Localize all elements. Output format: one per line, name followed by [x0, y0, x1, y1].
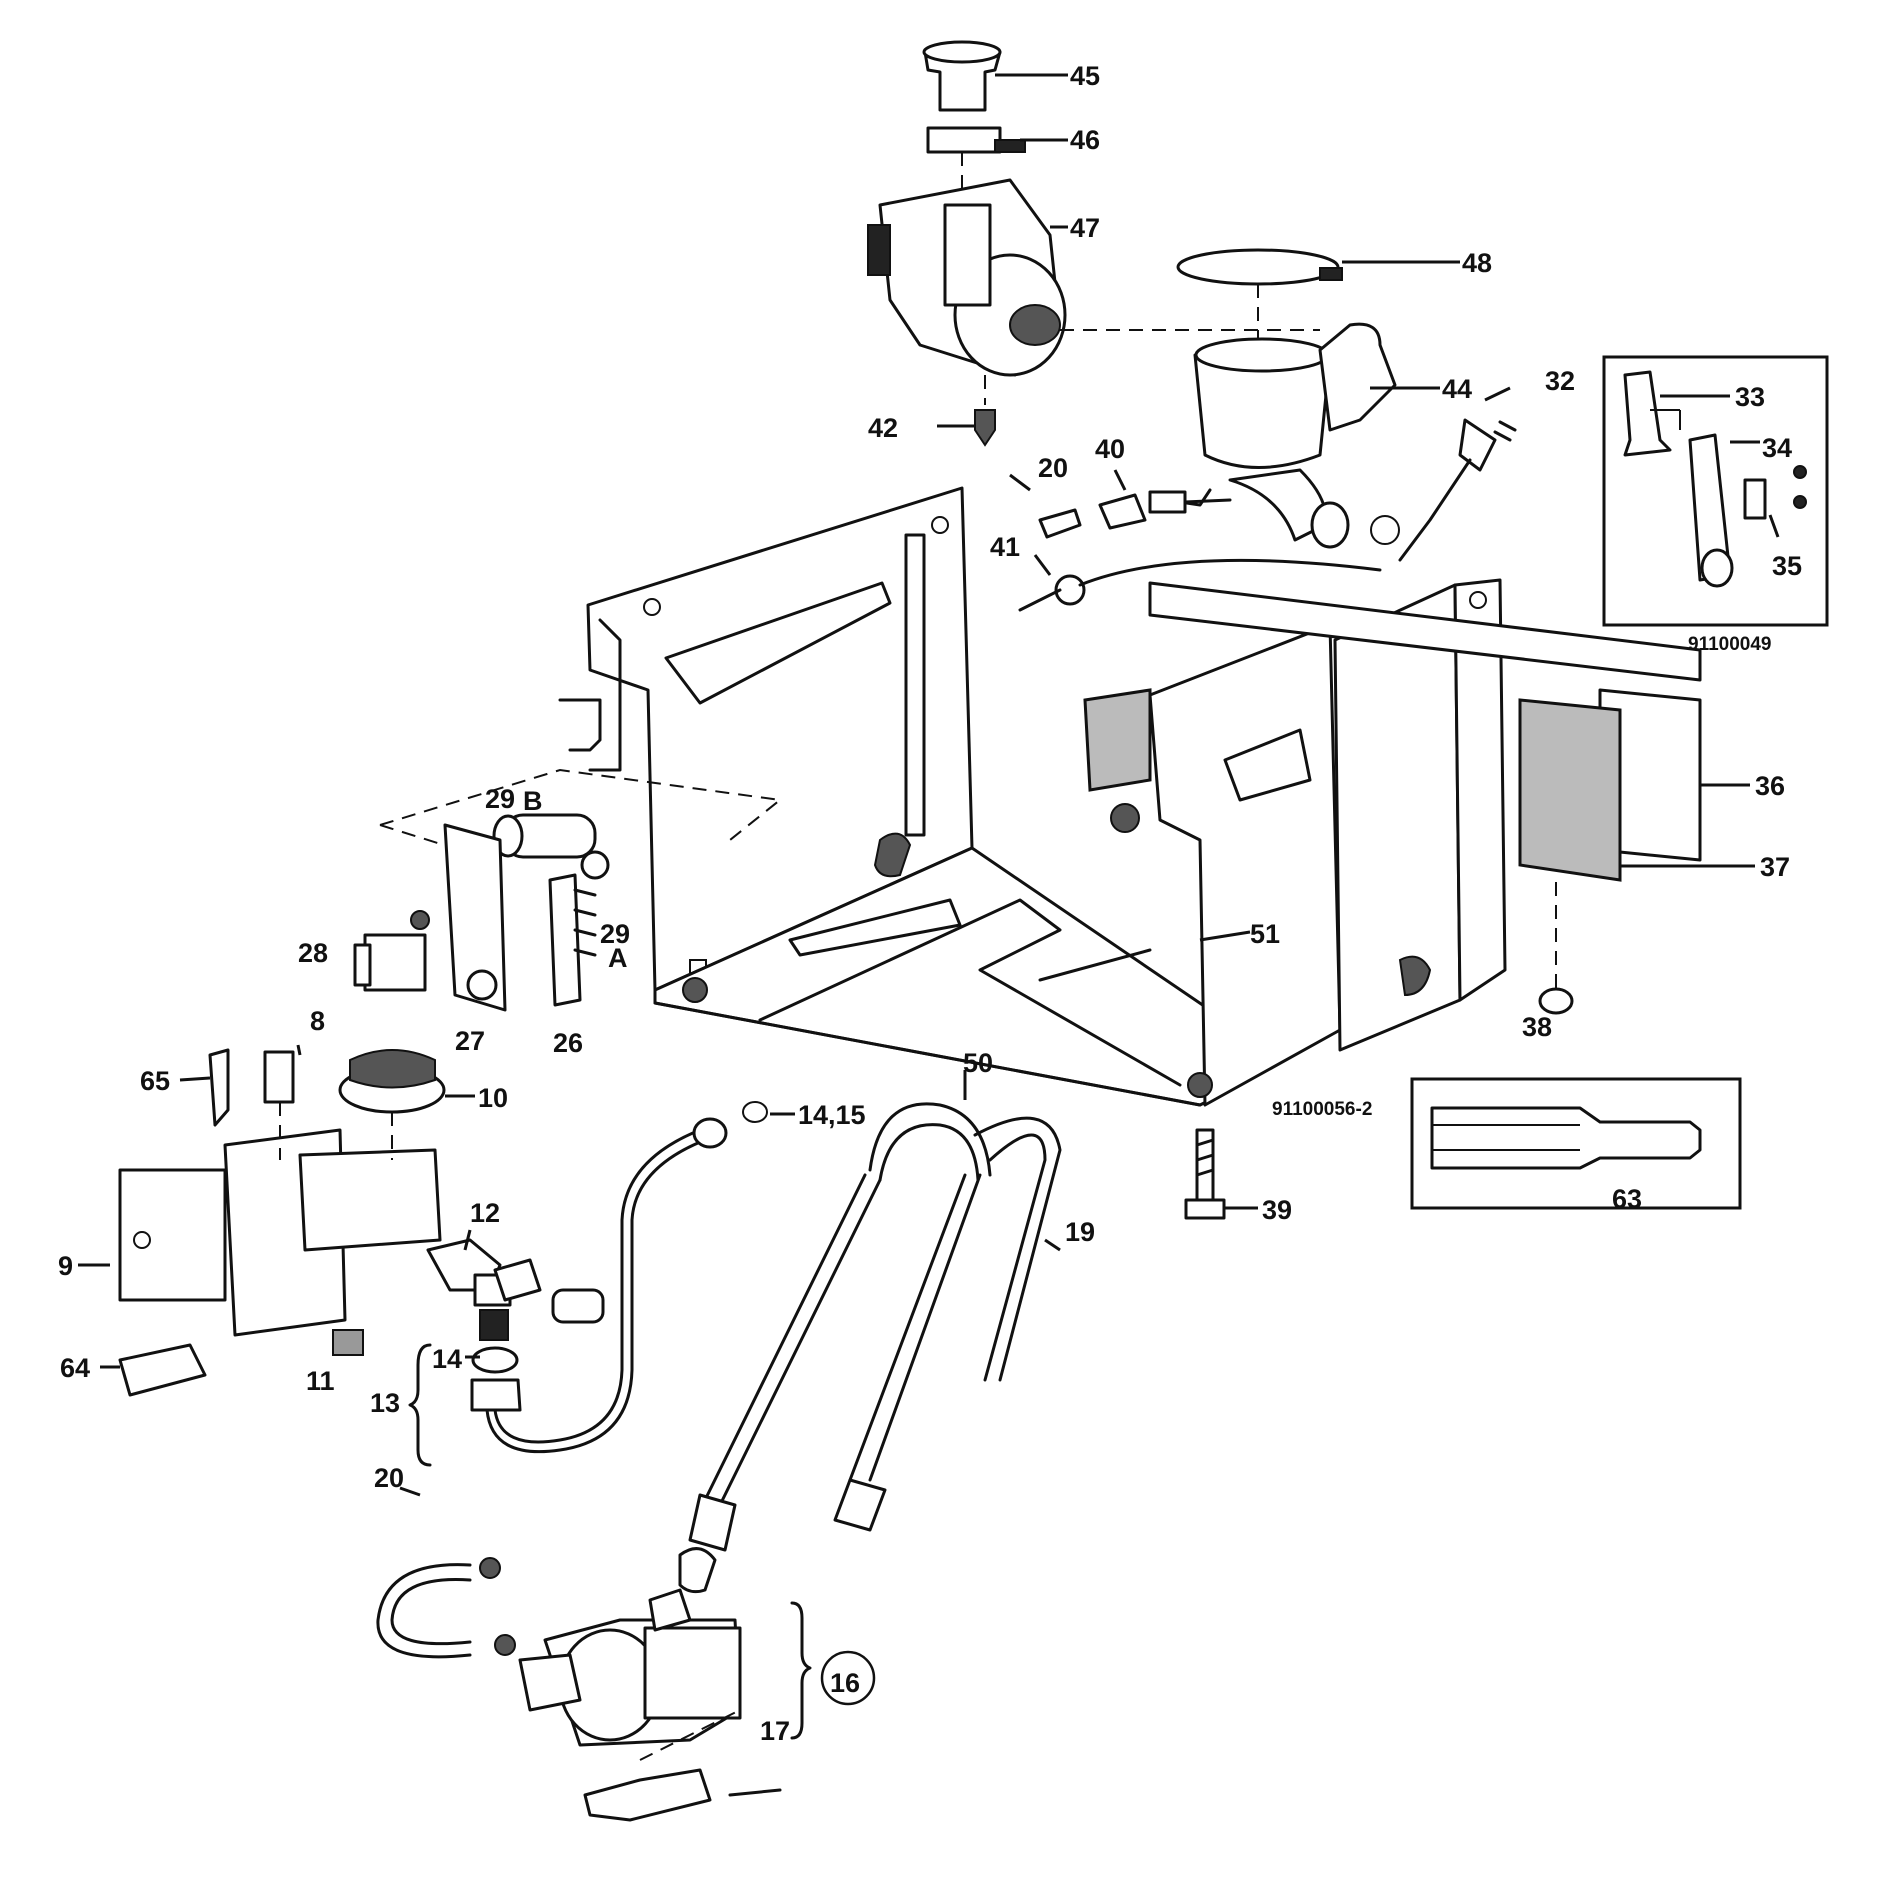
drain-pump — [376, 1547, 782, 1822]
label-14: 14 — [432, 1344, 462, 1374]
code-inset-top: 91100049 — [1688, 634, 1772, 655]
label-44: 44 — [1442, 374, 1472, 404]
label-50: 50 — [963, 1048, 993, 1078]
sump-assembly — [1176, 248, 1400, 549]
label-47: 47 — [1070, 213, 1100, 243]
label-20-bottom: 20 — [374, 1463, 404, 1493]
code-main: 91100056-2 — [1272, 1099, 1372, 1120]
power-cord — [1398, 418, 1517, 562]
label-32: 32 — [1545, 366, 1575, 396]
label-39: 39 — [1262, 1195, 1292, 1225]
label-16-circle — [820, 1650, 876, 1706]
label-19: 19 — [1065, 1217, 1095, 1247]
label-26: 26 — [553, 1028, 583, 1058]
label-40: 40 — [1095, 434, 1125, 464]
label-29b-num: 29 — [485, 784, 515, 814]
leader-lines — [78, 73, 1780, 1740]
label-13: 13 — [370, 1388, 400, 1418]
label-63: 63 — [1612, 1184, 1642, 1214]
left-bracket-group — [118, 1048, 605, 1397]
label-41: 41 — [990, 532, 1020, 562]
label-29b-letter: B — [523, 786, 543, 816]
label-35: 35 — [1772, 551, 1802, 581]
label-51: 51 — [1250, 919, 1280, 949]
tool-inset — [1410, 1077, 1742, 1210]
label-42: 42 — [868, 413, 898, 443]
label-10: 10 — [478, 1083, 508, 1113]
control-parts — [353, 768, 783, 1012]
label-20-top: 20 — [1038, 453, 1068, 483]
label-28: 28 — [298, 938, 328, 968]
label-27: 27 — [455, 1026, 485, 1056]
callout-labels: 45 46 47 48 44 32 42 20 40 41 33 34 35 9… — [58, 61, 1802, 1746]
cap-38 — [1538, 987, 1574, 1015]
base-frame — [558, 486, 1702, 1107]
label-33: 33 — [1735, 382, 1765, 412]
label-34: 34 — [1762, 433, 1792, 463]
label-48: 48 — [1462, 248, 1492, 278]
label-12: 12 — [470, 1198, 500, 1228]
label-64: 64 — [60, 1353, 90, 1383]
label-46: 46 — [1070, 125, 1100, 155]
label-16: 16 — [830, 1668, 860, 1698]
drain-hoses — [688, 1102, 1062, 1552]
label-29a-num: 29 — [600, 919, 630, 949]
label-29a-letter: A — [608, 943, 628, 973]
label-36: 36 — [1755, 771, 1785, 801]
hinge-inset — [1602, 355, 1829, 627]
label-38: 38 — [1522, 1012, 1552, 1042]
supply-hose — [470, 1101, 768, 1454]
label-14-15: 14,15 — [798, 1100, 866, 1130]
label-17: 17 — [760, 1716, 790, 1746]
circulation-pump-assembly — [867, 40, 1320, 447]
label-45: 45 — [1070, 61, 1100, 91]
label-8: 8 — [310, 1006, 325, 1036]
screw-39 — [1184, 1128, 1226, 1220]
label-65: 65 — [140, 1066, 170, 1096]
label-11: 11 — [306, 1366, 335, 1396]
label-37: 37 — [1760, 852, 1790, 882]
inlet-parts-top — [1018, 490, 1382, 612]
label-9: 9 — [58, 1251, 73, 1281]
